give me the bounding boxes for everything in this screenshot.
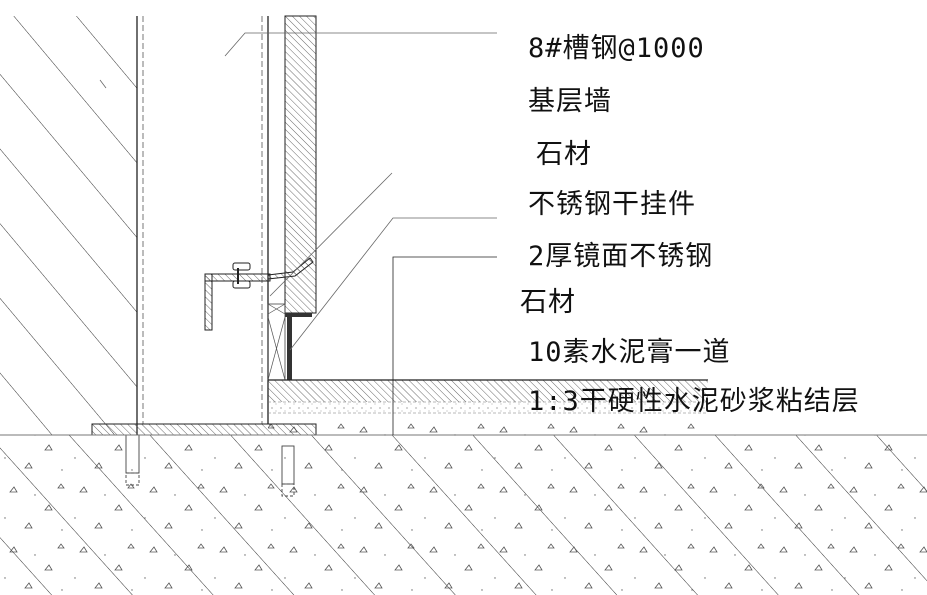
floor-stone (268, 379, 708, 435)
label-mirror-stainless: 2厚镜面不锈钢 (528, 241, 714, 272)
label-base-wall: 基层墙 (528, 86, 612, 117)
label-dry-hanger: 不锈钢干挂件 (528, 189, 696, 220)
label-floor-stone: 石材 (520, 287, 576, 318)
label-mortar-layer: 1:3干硬性水泥砂浆粘结层 (528, 386, 860, 417)
label-channel-steel: 8#槽钢@1000 (528, 33, 705, 64)
concrete-slab (0, 434, 927, 595)
stainless-dry-hanger (204, 257, 314, 331)
label-wall-stone: 石材 (536, 139, 592, 170)
leader-lines (99, 32, 497, 435)
stainless-strip (267, 303, 292, 381)
base-plate (91, 423, 317, 436)
channel-steel (261, 16, 269, 424)
label-cement-paste: 10素水泥膏一道 (528, 337, 731, 368)
base-wall (0, 16, 144, 435)
